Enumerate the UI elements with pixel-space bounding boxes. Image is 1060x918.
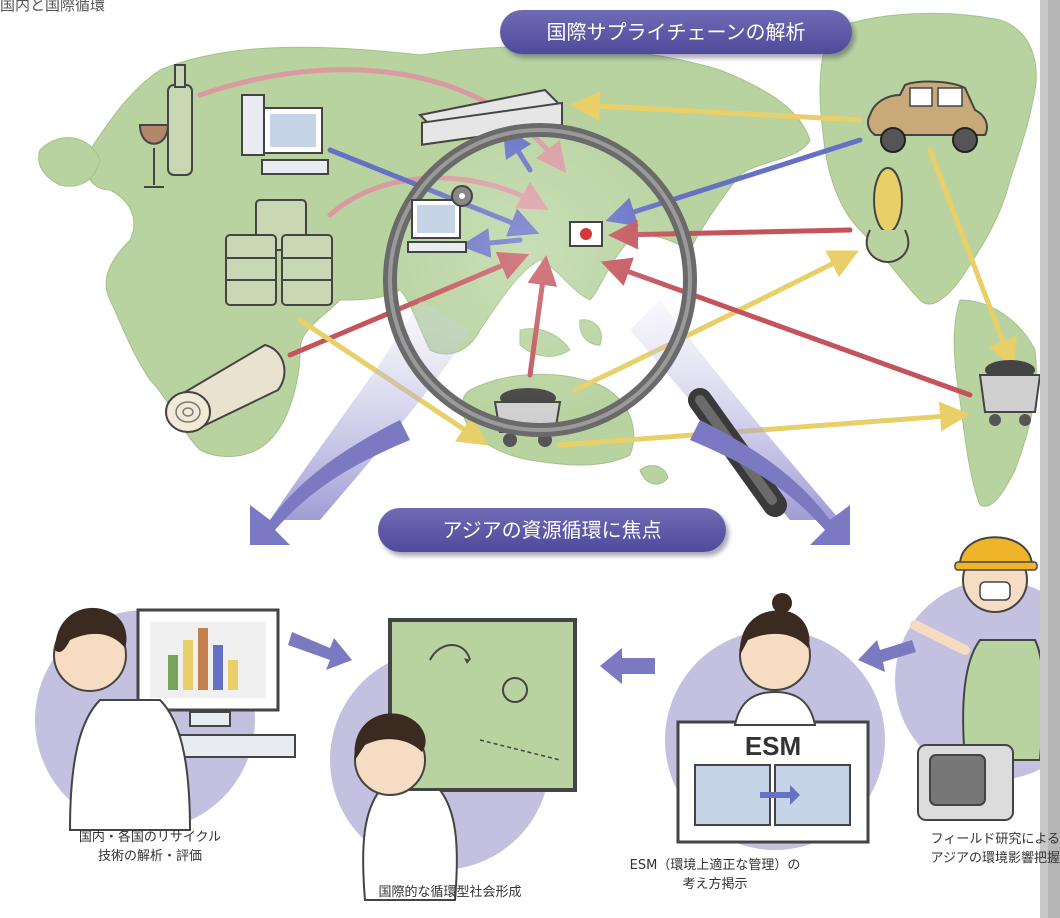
magnifier-icon (383, 123, 787, 517)
supply-chain-banner: 国際サプライチェーンの解析 (500, 10, 852, 54)
caption-society: 国際的な循環型社会形成 (330, 883, 570, 902)
caption-esm: ESM（環境上適正な管理）の 考え方掲示 (585, 856, 845, 894)
arrow-car-to-asia (570, 91, 863, 123)
caption-field: フィールド研究による アジアの環境影響把握 (850, 830, 1060, 868)
arrow-recycling-to-society (288, 632, 352, 670)
caption-esm-line1: ESM（環境上適正な管理）の (629, 858, 801, 873)
esm-board-label: ESM (745, 731, 801, 761)
big-arrow-left (250, 420, 410, 545)
car-icon (866, 80, 988, 153)
arrow-field-to-esm (858, 640, 916, 672)
esm-board (676, 593, 870, 844)
big-arrow-right (690, 420, 850, 545)
wine-icon (138, 64, 193, 188)
focus-fan-right (630, 300, 840, 520)
caption-recycling: 国内・各国のリサイクル 技術の解析・評価 (35, 828, 265, 866)
caption-recycling-line2: 技術の解析・評価 (97, 849, 202, 864)
timber-log-icon (165, 343, 286, 433)
caption-esm-line2: 考え方掲示 (682, 877, 748, 892)
corn-icon (865, 167, 910, 264)
caption-society-line1: 国際的な循環型社会形成 (378, 885, 522, 900)
coal-cart-icon-samerica (978, 360, 1042, 426)
computer-icon (241, 94, 329, 175)
arrow-samerica-yellow (927, 147, 1017, 370)
header-fragment: 国内と国際循環 (0, 0, 105, 14)
asia-focus-banner: アジアの資源循環に焦点 (378, 508, 726, 552)
field-worker (910, 536, 1045, 821)
caption-recycling-line1: 国内・各国のリサイクル (78, 830, 222, 845)
japan-flag-icon (569, 221, 603, 247)
gear-icon (451, 185, 473, 207)
caption-field-line2: アジアの環境影響把握 (930, 851, 1060, 866)
researcher-with-chart (53, 607, 296, 831)
caption-field-line1: フィールド研究による (930, 832, 1060, 847)
oil-barrel-icon (225, 199, 333, 306)
arrow-esm-to-society (600, 648, 655, 684)
computer-icon-lens (407, 199, 467, 253)
researcher-with-map (354, 618, 577, 901)
